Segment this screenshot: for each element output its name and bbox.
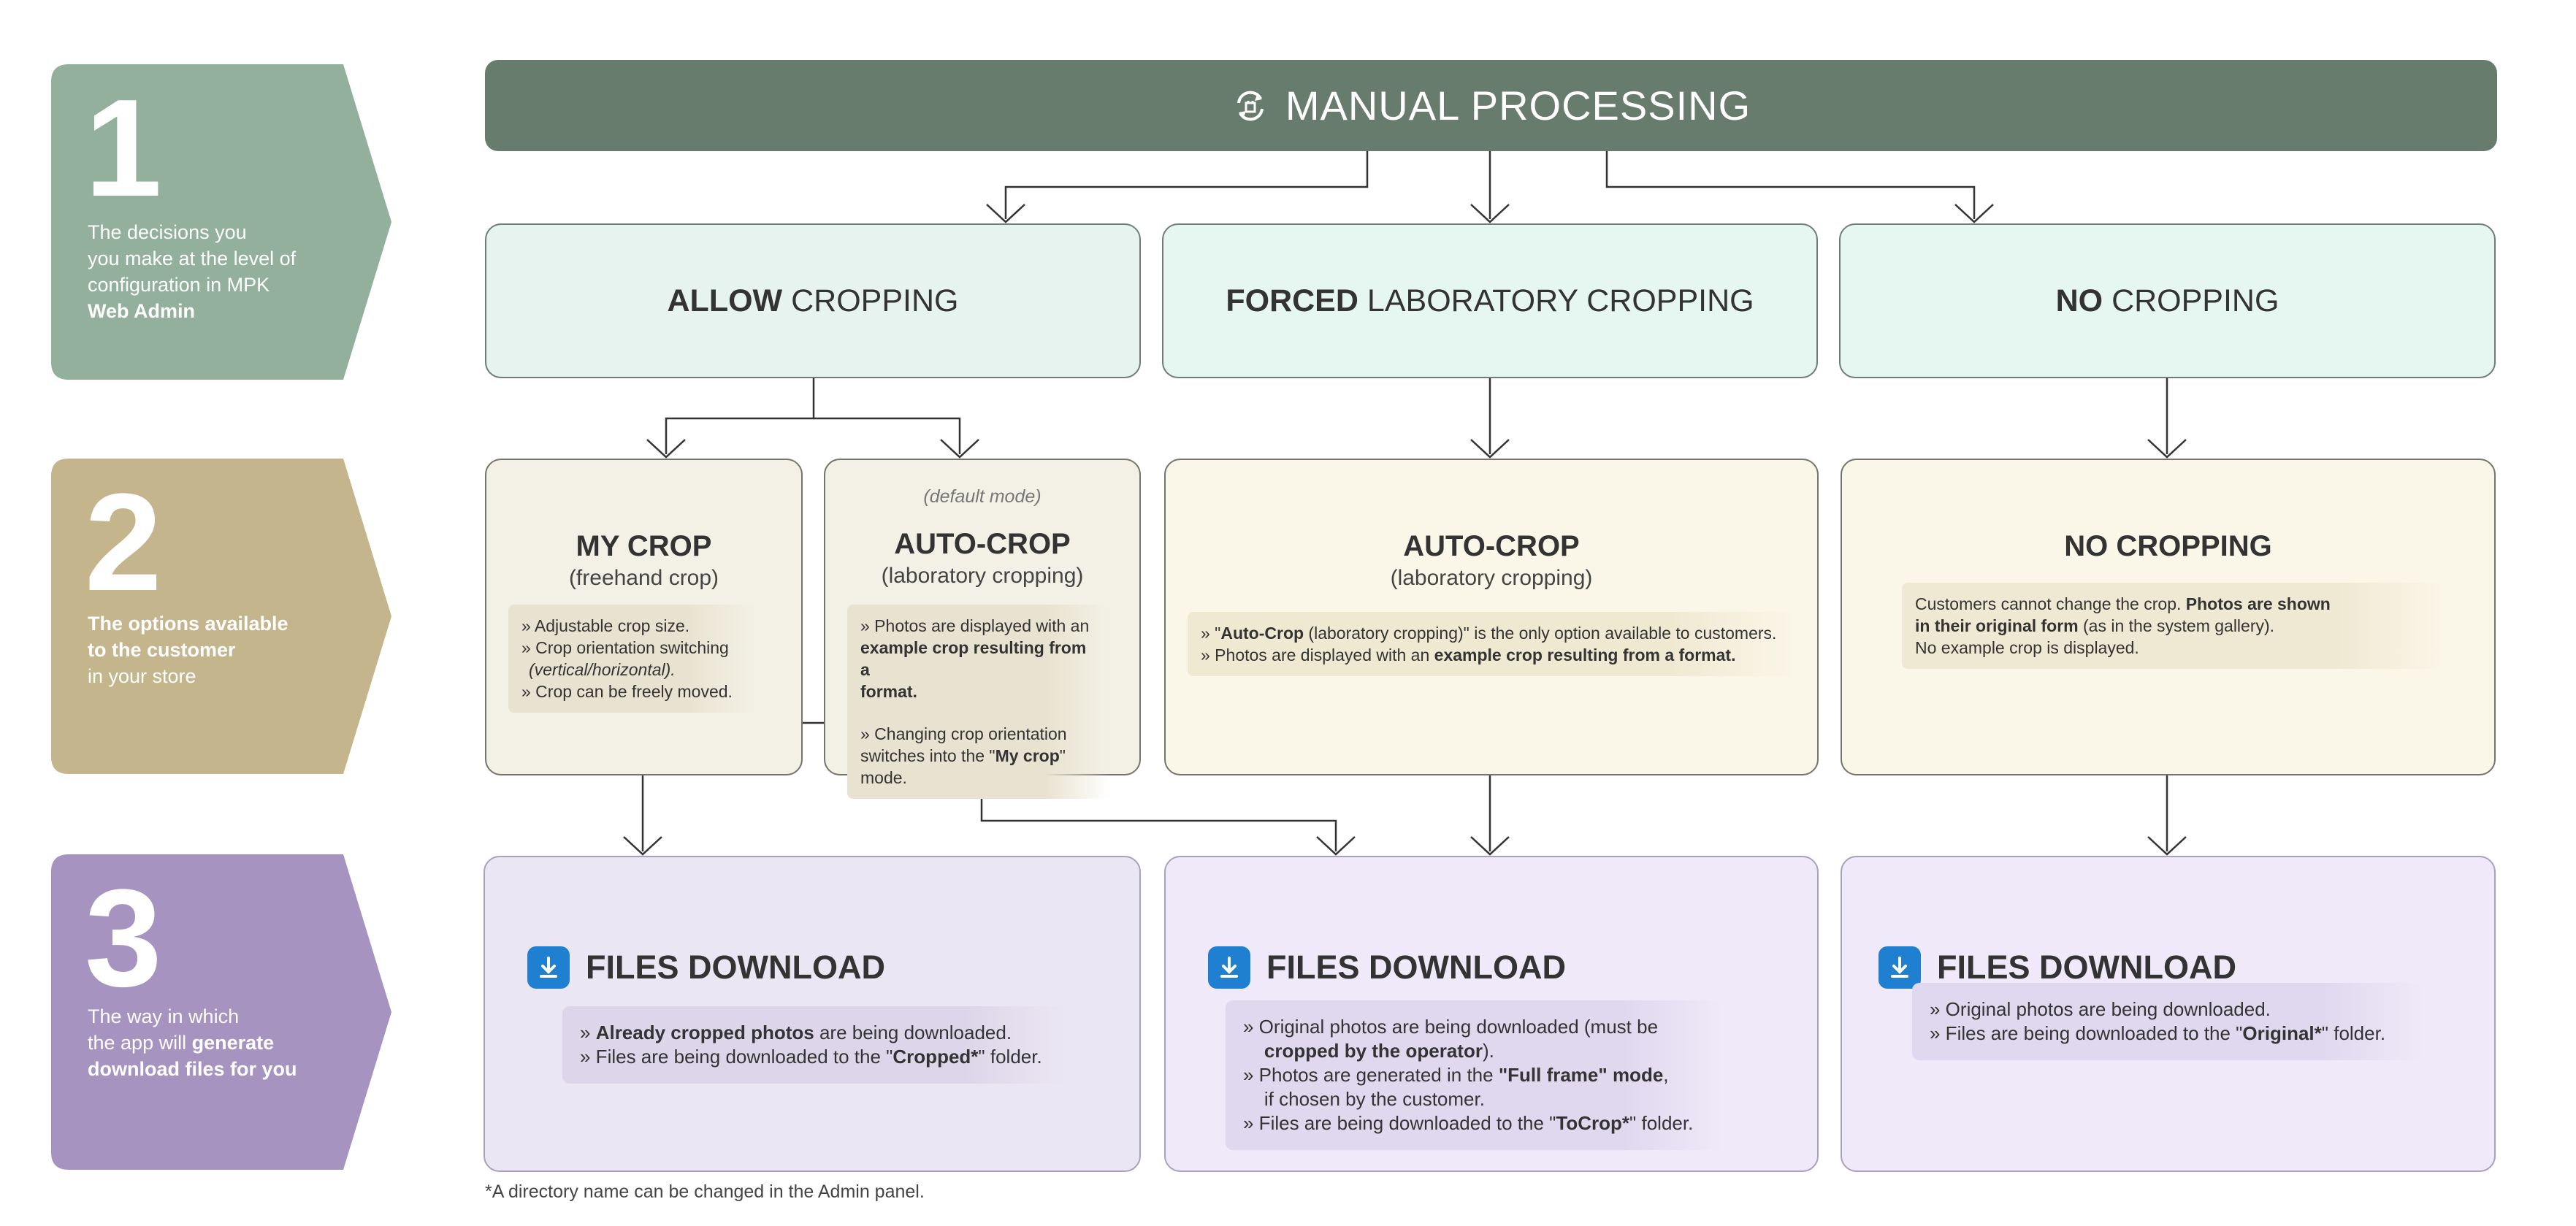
no-cropping-feature: in their original form (as in the system… [1915, 616, 2275, 635]
my-crop-title: MY CROP [576, 530, 712, 562]
no-cropping-title: NO CROPPING [2064, 530, 2272, 562]
files-download-heading: FILES DOWNLOAD [1208, 946, 1566, 989]
download-icon [1879, 946, 1921, 989]
header-title: MANUAL PROCESSING [1285, 83, 1751, 129]
files-download-heading: FILES DOWNLOAD [1879, 946, 2236, 989]
no-cropping-bold: NO [2055, 283, 2103, 318]
files-download-cropped-box: FILES DOWNLOAD » Already cropped photos … [484, 856, 1141, 1172]
auto-crop-forced-feature: » "Auto-Crop (laboratory cropping)" is t… [1201, 624, 1777, 643]
files-download-item: » Files are being downloaded to the "Ori… [1930, 1022, 2386, 1044]
files-download-title: FILES DOWNLOAD [586, 949, 885, 986]
auto-crop-forced-subtitle: (laboratory cropping) [1390, 566, 1593, 590]
auto-crop-spacer [860, 702, 1097, 723]
step-3-number: 3 [85, 861, 162, 1016]
download-icon [527, 946, 570, 989]
auto-crop-feature: » Photos are displayed with an [860, 616, 1090, 635]
manual-processing-icon [1237, 91, 1264, 120]
files-download-item: » Original photos are being downloaded. [1930, 998, 2271, 1020]
allow-cropping-bold: ALLOW [667, 283, 783, 318]
files-download-item: » Already cropped photos are being downl… [580, 1022, 1012, 1043]
auto-crop-forced-box: AUTO-CROP (laboratory cropping) » "Auto-… [1164, 459, 1819, 775]
files-download-item: » Files are being downloaded to the "Cro… [580, 1046, 1042, 1068]
default-mode-note: (default mode) [923, 486, 1042, 507]
files-download-heading: FILES DOWNLOAD [527, 946, 885, 989]
step-3-description: The way in which the app will generate d… [88, 1003, 321, 1082]
files-download-tocrop-box: FILES DOWNLOAD » Original photos are bei… [1164, 856, 1819, 1172]
auto-crop-default-box: (default mode) AUTO-CROP (laboratory cro… [824, 459, 1141, 799]
my-crop-feature: (vertical/horizontal). [529, 660, 676, 679]
step-1-marker: 1 The decisions you you make at the leve… [51, 64, 394, 380]
step-1-line: Web Admin [88, 300, 195, 322]
files-download-title: FILES DOWNLOAD [1266, 949, 1566, 986]
step-1-line: The decisions you [88, 221, 247, 243]
allow-cropping-rest: CROPPING [791, 283, 959, 318]
my-crop-feature: » Crop orientation switching [521, 638, 729, 657]
my-crop-features: » Adjustable crop size. » Crop orientati… [508, 605, 757, 713]
step-3-line: download files for you [88, 1058, 297, 1080]
auto-crop-features: » Photos are displayed with an example c… [847, 605, 1110, 799]
my-crop-subtitle: (freehand crop) [568, 566, 719, 590]
step-1-line: configuration in MPK [88, 274, 270, 296]
step-2-description: The options available to the customer in… [88, 610, 321, 689]
step-2-line: in your store [88, 665, 196, 687]
my-crop-box: MY CROP (freehand crop) » Adjustable cro… [485, 459, 803, 775]
forced-cropping-bold: FORCED [1226, 283, 1358, 318]
auto-crop-forced-title: AUTO-CROP [1403, 530, 1580, 562]
step-1-number: 1 [85, 71, 162, 226]
no-cropping-feature: No example crop is displayed. [1915, 638, 2139, 657]
step-2-number: 2 [85, 465, 162, 620]
no-cropping-feature: Customers cannot change the crop. Photos… [1915, 594, 2331, 613]
step-2-marker: 2 The options available to the customer … [51, 459, 394, 774]
auto-crop-feature: » Changing crop orientation [860, 724, 1067, 743]
files-download-title: FILES DOWNLOAD [1937, 949, 2236, 986]
my-crop-feature: » Adjustable crop size. [521, 616, 690, 635]
auto-crop-forced-features: » "Auto-Crop (laboratory cropping)" is t… [1188, 612, 1794, 676]
auto-crop-title: AUTO-CROP [894, 528, 1071, 560]
files-download-original-box: FILES DOWNLOAD » Original photos are bei… [1841, 856, 2496, 1172]
step-2-line: to the customer [88, 639, 236, 661]
files-download-item: » Photos are generated in the "Full fram… [1243, 1064, 1669, 1086]
step-3-line: The way in which [88, 1005, 240, 1027]
my-crop-feature: » Crop can be freely moved. [521, 682, 733, 701]
files-download-item: » Original photos are being downloaded (… [1243, 1016, 1659, 1038]
auto-crop-forced-feature: » Photos are displayed with an example c… [1201, 645, 1736, 664]
step-1-line: you make at the level of [88, 248, 297, 269]
no-cropping-rest: CROPPING [2111, 283, 2279, 318]
files-download-details: » Original photos are being downloaded. … [1912, 983, 2423, 1060]
auto-crop-feature: format. [860, 682, 917, 701]
step-2-line: The options available [88, 613, 288, 635]
step-1-description: The decisions you you make at the level … [88, 219, 321, 324]
files-download-item: » Files are being downloaded to the "ToC… [1243, 1112, 1694, 1134]
auto-crop-subtitle: (laboratory cropping) [881, 564, 1084, 588]
files-download-details: » Already cropped photos are being downl… [562, 1006, 1066, 1084]
step-3-line: the app will generate [88, 1032, 275, 1054]
files-download-item: if chosen by the customer. [1243, 1088, 1485, 1110]
forced-cropping-box: FORCED LABORATORY CROPPING [1162, 223, 1818, 378]
manual-processing-header: MANUAL PROCESSING [485, 60, 2497, 151]
footnote: *A directory name can be changed in the … [485, 1181, 925, 1202]
download-icon [1208, 946, 1250, 989]
step-3-marker: 3 The way in which the app will generate… [51, 854, 394, 1170]
auto-crop-feature: switches into the "My crop" mode. [860, 746, 1066, 787]
forced-cropping-rest: LABORATORY CROPPING [1367, 283, 1754, 318]
no-cropping-option-box: NO CROPPING Customers cannot change the … [1841, 459, 2496, 775]
no-cropping-features: Customers cannot change the crop. Photos… [1902, 583, 2442, 669]
files-download-item: cropped by the operator). [1264, 1040, 1494, 1062]
auto-crop-feature: example crop resulting from a [860, 638, 1087, 679]
files-download-details: » Original photos are being downloaded (… [1226, 1000, 1722, 1150]
